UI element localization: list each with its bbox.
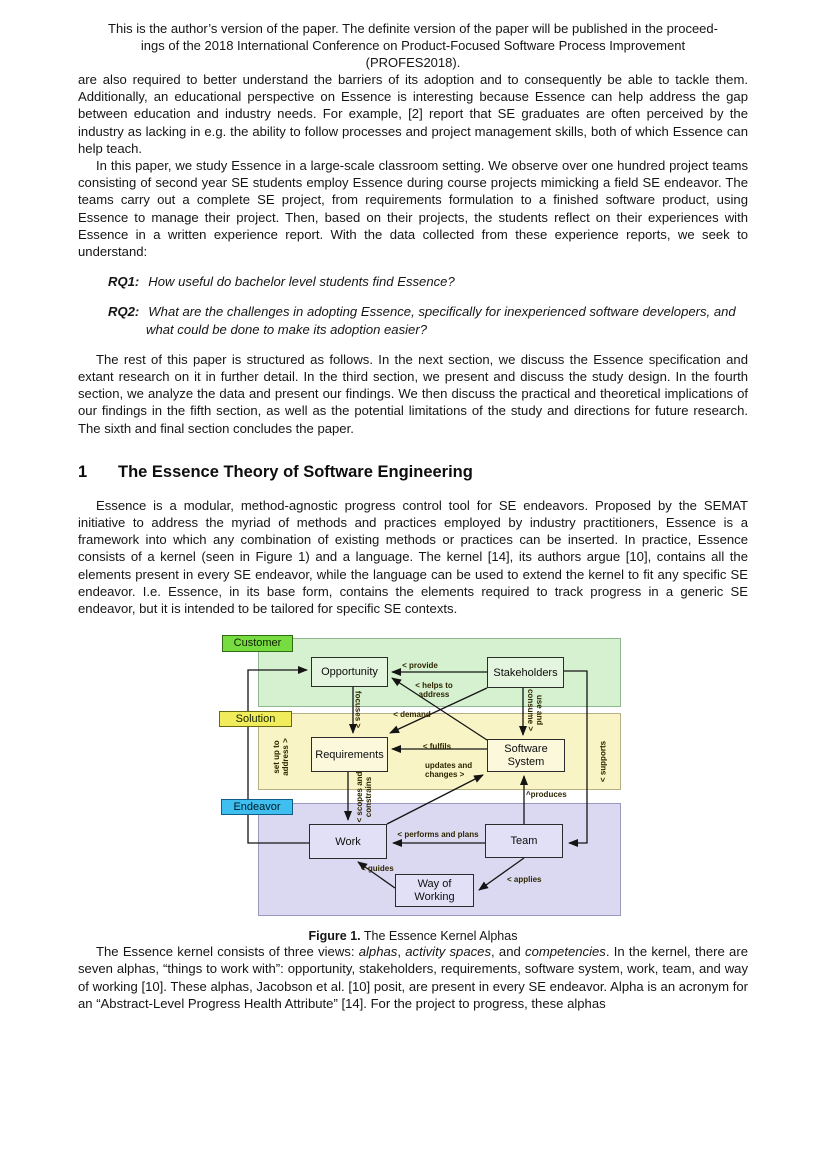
header-notice-line: (PROFES2018). xyxy=(365,55,461,70)
kernel-paragraph: The Essence kernel consists of three vie… xyxy=(78,943,748,1012)
header-notice-line: ings of the 2018 International Conferenc… xyxy=(140,38,686,53)
relation-helps-to-address-label: < helps to address xyxy=(415,681,453,700)
rq2-text: What are the challenges in adopting Esse… xyxy=(146,304,736,337)
text-segment: . In the kernel, there are seven alphas,… xyxy=(78,944,748,1011)
intro-paragraph-2: In this paper, we study Essence in a lar… xyxy=(78,158,748,260)
section-number: 1 xyxy=(78,462,88,481)
alpha-way-of-working: Way of Working xyxy=(395,874,474,908)
relation-use-and-consume-label: use and consume > xyxy=(526,689,544,732)
customer-band-label: Customer xyxy=(222,635,293,653)
relation-provide-label: < provide xyxy=(402,661,438,671)
section-1-heading: 1 The Essence Theory of Software Engineer… xyxy=(78,463,748,482)
relation-performs-and-plans-label: < performs and plans xyxy=(397,830,479,840)
solution-band-label: Solution xyxy=(219,711,292,728)
intro-paragraph-1: are also required to better understand t… xyxy=(78,72,748,156)
alpha-team: Team xyxy=(485,824,563,859)
relation-applies-label: < applies xyxy=(507,875,542,885)
rq1-text: How useful do bachelor level students fi… xyxy=(148,274,455,290)
research-question-1: RQ1: How useful do bachelor level student… xyxy=(108,273,748,290)
relation-fulfils-label: < fulfils xyxy=(422,742,452,752)
relationship-arrows xyxy=(247,666,588,891)
page-content: are also required to better understand t… xyxy=(78,71,748,1012)
endeavor-band xyxy=(258,803,621,917)
relation-scopes-and-constrains-label: < scopes and constrains xyxy=(355,771,373,823)
relation-supports-label: < supports xyxy=(598,741,608,783)
header-notice: This is the author’s version of the pape… xyxy=(84,20,742,71)
intro-paragraph-3: The rest of this paper is structured as … xyxy=(78,351,748,436)
figure-caption-text: The Essence Kernel Alphas xyxy=(360,929,518,944)
alpha-stakeholders: Stakeholders xyxy=(487,657,564,689)
alpha-software-system: Software System xyxy=(487,739,565,773)
endeavor-band-label: Endeavor xyxy=(221,799,293,816)
header-notice-line: This is the author’s version of the pape… xyxy=(108,21,718,36)
section-title: The Essence Theory of Software Engineeri… xyxy=(118,462,473,481)
rq1-label: RQ1: xyxy=(108,274,140,290)
text-segment: activity spaces xyxy=(405,944,492,960)
figure-caption-label: Figure 1. xyxy=(308,929,361,944)
figure-1-caption: Figure 1. The Essence Kernel Alphas xyxy=(78,929,748,943)
relation-focuses-label: focuses > xyxy=(353,691,363,729)
relation-updates-and-changes-label: updates and changes > xyxy=(425,761,473,780)
section-1-paragraph-1: Essence is a modular, method-agnostic pr… xyxy=(78,497,748,617)
relation-produces-label: ^produces xyxy=(526,790,567,800)
figure-1-wrapper: Customer Solution Endeavor Opportunity S… xyxy=(78,630,748,943)
text-segment: competencies xyxy=(525,944,606,960)
text-segment: alphas xyxy=(358,944,398,960)
rq2-label: RQ2: xyxy=(108,304,140,320)
research-question-2: RQ2: What are the challenges in adopting … xyxy=(108,303,748,337)
text-segment: The Essence kernel consists of three vie… xyxy=(96,944,359,960)
alpha-work: Work xyxy=(309,824,387,860)
alpha-opportunity: Opportunity xyxy=(311,657,388,688)
relation-demand-label: < demand xyxy=(393,710,431,720)
alpha-requirements: Requirements xyxy=(311,737,388,773)
relation-guides-label: < guides xyxy=(361,864,394,874)
text-segment: , and xyxy=(491,944,526,960)
relation-set-up-to-address-label: set up to address > xyxy=(272,738,290,777)
text-segment: , xyxy=(397,944,406,960)
figure-1-diagram: Customer Solution Endeavor Opportunity S… xyxy=(218,630,628,920)
